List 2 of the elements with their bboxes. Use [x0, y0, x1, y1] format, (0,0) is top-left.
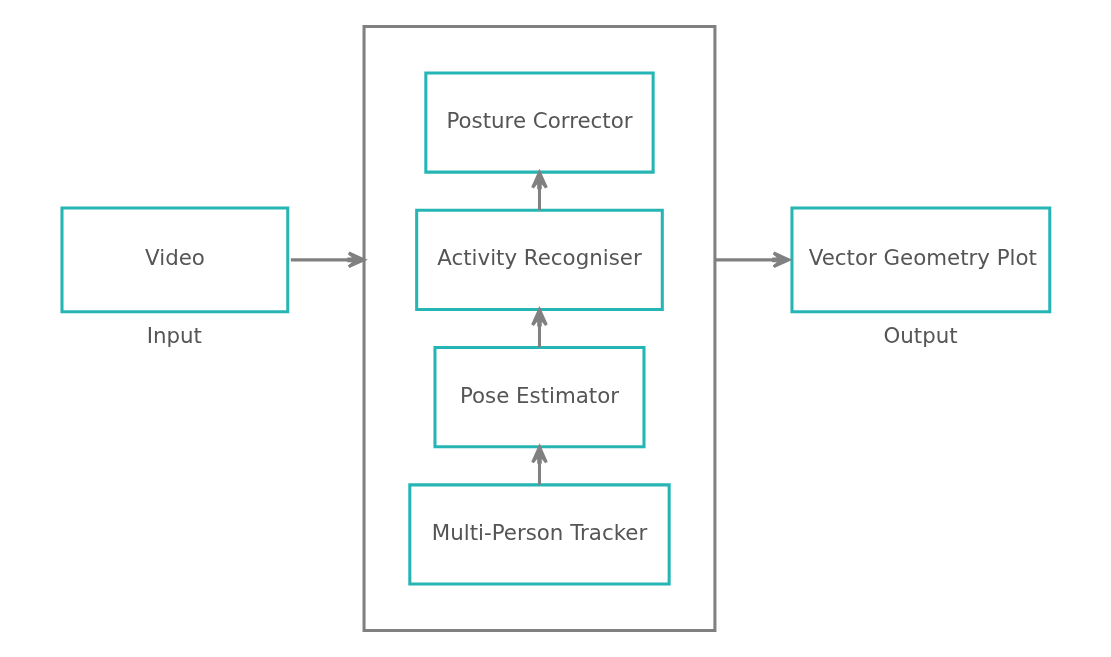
node-label: Input	[146, 322, 202, 348]
node-label: Output	[883, 322, 958, 348]
